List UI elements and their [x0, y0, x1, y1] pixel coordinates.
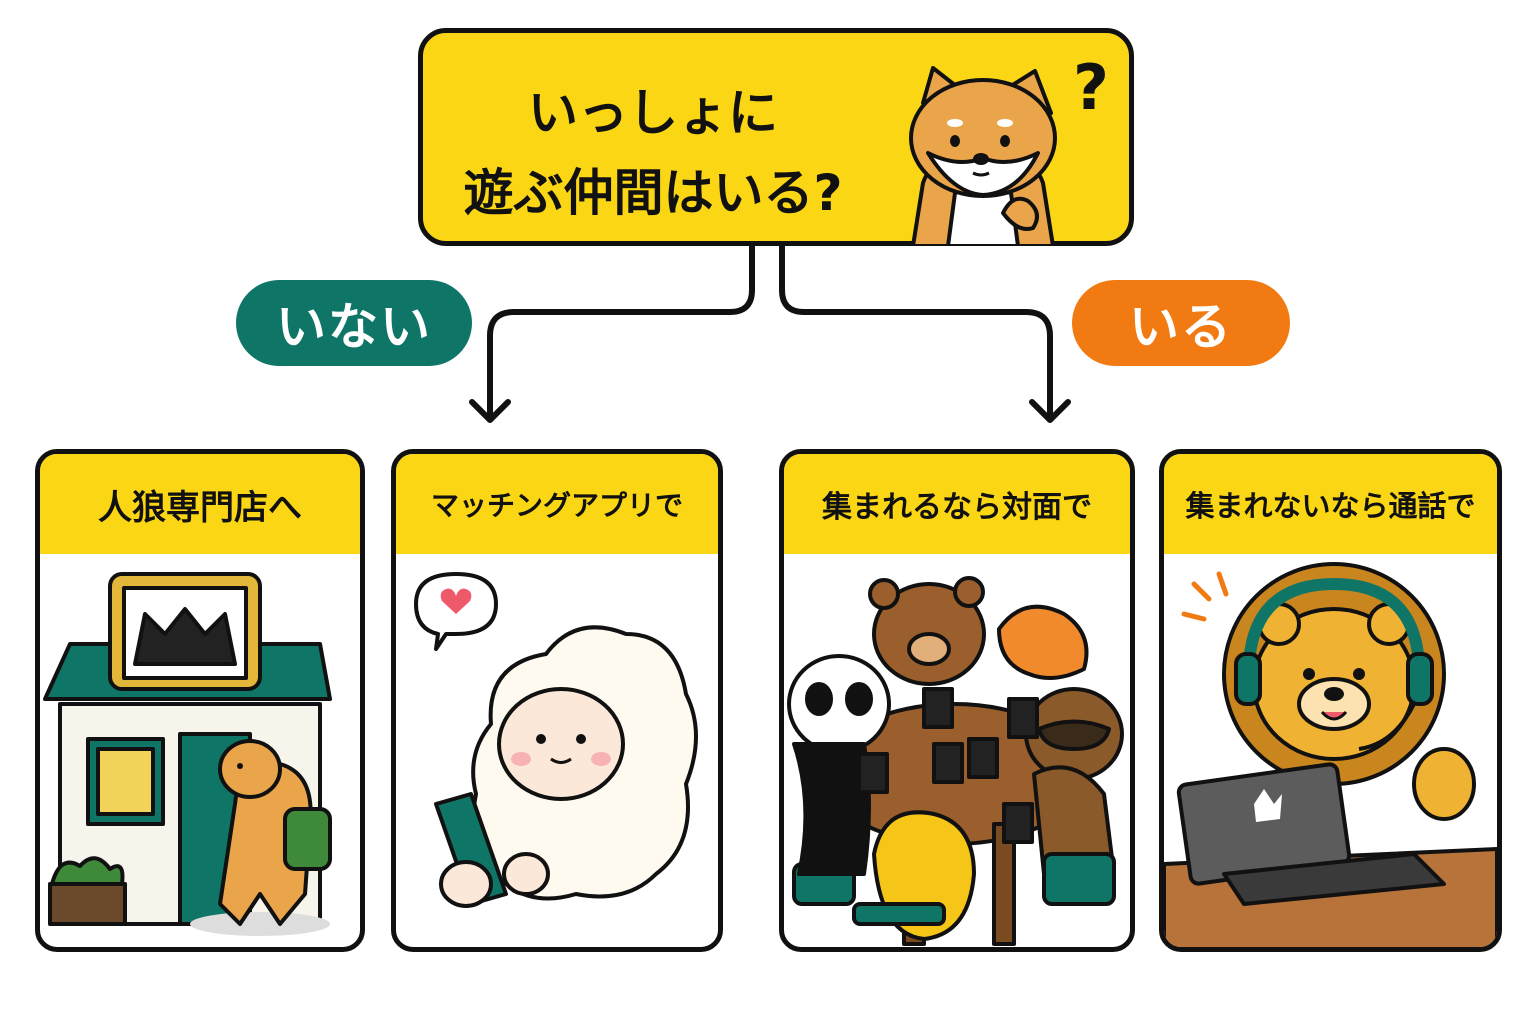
animals-card-game-illustration — [787, 576, 1124, 946]
card-title: マッチングアプリで — [396, 454, 718, 554]
connector-left — [487, 243, 755, 421]
card-title: 集まれるなら対面で — [784, 454, 1130, 554]
branch-label-no: いない — [236, 280, 472, 366]
option-card-in-person: 集まれるなら対面で — [779, 449, 1135, 952]
lion-headset-laptop-illustration — [1164, 562, 1497, 947]
card-title: 人狼専門店へ — [40, 454, 360, 554]
card-title: 集まれないなら通話で — [1164, 454, 1497, 554]
question-mark: ? — [1073, 51, 1109, 124]
shiba-dog-thinking-icon — [909, 66, 1057, 246]
werewolf-shop-illustration — [43, 572, 332, 936]
question-line-1: いっしょに — [528, 84, 778, 142]
option-card-voice-call: 集まれないなら通話で — [1159, 449, 1502, 952]
question-line-2: 遊ぶ仲間はいる? — [463, 164, 843, 222]
arrowhead-left-icon — [469, 399, 511, 423]
option-card-shop: 人狼専門店へ — [35, 449, 365, 952]
question-title: いっしょに 遊ぶ仲間はいる? — [423, 73, 883, 233]
connector-right — [779, 243, 1053, 421]
sheep-with-phone-illustration — [414, 572, 698, 908]
arrowhead-right-icon — [1029, 399, 1071, 423]
option-card-matching-app: マッチングアプリで — [391, 449, 723, 952]
question-box: いっしょに 遊ぶ仲間はいる? ? — [418, 28, 1134, 246]
branch-label-yes: いる — [1072, 280, 1290, 366]
